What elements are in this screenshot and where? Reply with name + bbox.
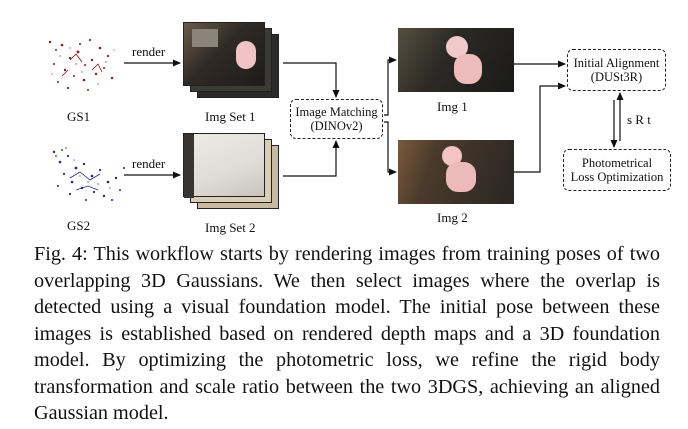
- workflow-arrows: [124, 56, 624, 179]
- gs1-label: GS1: [67, 109, 91, 124]
- img-2-image: [398, 140, 514, 204]
- image-matching-title: Image Matching: [295, 105, 378, 119]
- workflow-figure: GS1 GS2 render render: [48, 22, 671, 235]
- figure-caption: Fig. 4: This workflow starts by renderin…: [34, 243, 660, 424]
- initial-alignment-model: (DUSt3R): [590, 70, 643, 84]
- initial-alignment-box: Initial Alignment (DUSt3R): [567, 49, 666, 91]
- img-set-1-stack: [183, 22, 283, 102]
- image-matching-model: (DINOv2): [310, 119, 363, 133]
- img-set-1-front-image: [183, 22, 265, 86]
- image-matching-box: Image Matching (DINOv2): [290, 99, 383, 139]
- gs2-point-cloud: [52, 147, 125, 201]
- img-1-image: [398, 28, 514, 92]
- render-label-bottom: render: [132, 156, 166, 171]
- photometric-loss-subtitle: Loss Optimization: [570, 170, 664, 184]
- img-set-2-stack: [183, 133, 283, 213]
- gs1-point-cloud: [48, 38, 115, 91]
- img-set-1-label: Img Set 1: [205, 109, 256, 124]
- initial-alignment-title: Initial Alignment: [573, 56, 660, 70]
- gs2-label: GS2: [67, 218, 91, 233]
- img-1-label: Img 1: [437, 99, 468, 114]
- img-2-label: Img 2: [437, 210, 468, 225]
- photometric-loss-box: Photometrical Loss Optimization: [563, 149, 671, 191]
- photometric-loss-title: Photometrical: [581, 156, 653, 170]
- img-set-2-front-image: [183, 133, 265, 198]
- srt-label: s R t: [627, 112, 651, 127]
- render-label-top: render: [132, 44, 166, 59]
- img-set-2-label: Img Set 2: [205, 220, 256, 235]
